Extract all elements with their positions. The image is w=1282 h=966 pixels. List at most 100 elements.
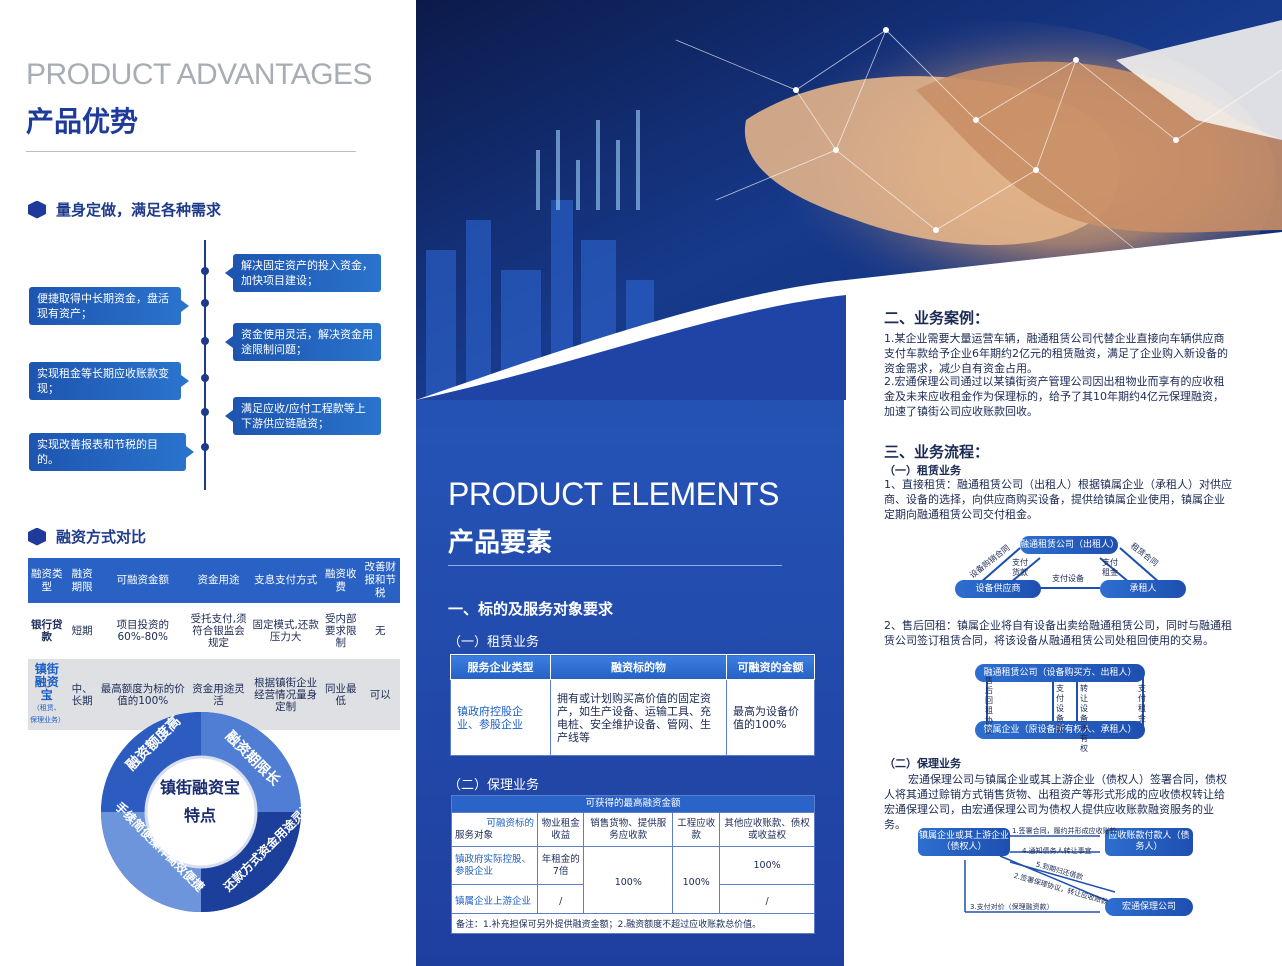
circle-center-line1: 镇街融资宝 (159, 778, 240, 797)
table-cell: 固定模式,还款压力大 (250, 603, 321, 659)
flow-label: 支付租金 (1102, 558, 1118, 577)
table-cell: 中、长期 (65, 659, 99, 730)
table-header: 销售货物、提供服务应收款 (583, 812, 674, 847)
flow-label: 支付设备款 (1056, 684, 1064, 733)
table-header: 其他应收账款、债权或收益权 (719, 812, 815, 847)
flow-label: 支付设备 (1052, 574, 1084, 583)
timeline-dot (201, 337, 209, 345)
advantage-callout: 实现租金等长期应收账款变现； (29, 362, 189, 400)
product-name: 镇街融资宝 (34, 662, 59, 702)
advantages-title-en: PRODUCT ADVANTAGES (26, 58, 373, 91)
circle-center-label: 镇街融资宝 特点 (150, 774, 250, 854)
process-lease-subheading: （一）租赁业务 (884, 464, 961, 477)
table-row: 镇政府实际控股、参股企业 年租金的7倍 100% 100% 100% (451, 846, 815, 919)
factoring-flow-arrows (964, 835, 1116, 913)
table-row: 银行贷款 短期 项目投资的60%-80% 受托支付,须符合银监会规定 固定模式,… (28, 603, 400, 659)
sale-leaseback-text: 2、售后回租：镇属企业将自有设备出卖给融通租赁公司，同时与融通租赁公司签订租赁合… (884, 619, 1232, 647)
cases-heading: 二、业务案例： (884, 309, 990, 327)
table-cell: 银行贷款 (28, 603, 66, 659)
table-row: 镇街融资宝（租赁、保理业务） 中、长期 最高额度为标的价值的100% 资金用途灵… (28, 659, 400, 730)
elements-divider (448, 565, 782, 566)
table-header: 可获得的最高融资金额 (451, 795, 815, 813)
table-cell: 短期 (65, 603, 99, 659)
corner-bottom: 服务对象 (455, 829, 494, 841)
table-cell: 拥有或计划购买高价值的固定资产，如生产设备、运输工具、充电桩、安全维护设备、管网… (550, 679, 727, 756)
table-header: 可融资的金额 (726, 654, 815, 680)
flow-node-factor: 宏通保理公司 (1105, 898, 1193, 916)
case-2-text: 2.宏通保理公司通过以某镇街资产管理公司因出租物业而享有的应收租金及未来应收租金… (884, 375, 1225, 418)
section-compare-heading: 融资方式对比 (28, 526, 146, 547)
section-compare-label: 融资方式对比 (56, 528, 147, 546)
table-header: 资金用途 (186, 558, 251, 603)
timeline-dot (201, 443, 209, 451)
process-factoring-subheading: （二）保理业务 (884, 757, 961, 770)
advantage-callout: 实现改善报表和节税的目的。 (29, 433, 194, 471)
flow-label: 3.支付对价（保理融资款） (970, 903, 1054, 911)
factoring-subheading: （二）保理业务 (448, 778, 540, 793)
timeline-dot (201, 267, 209, 275)
table-header: 服务企业类型 (450, 654, 551, 680)
handshake-hero-image (416, 0, 1282, 400)
corner-top: 可融资标的 (486, 817, 534, 829)
factoring-note: 备注：1.补充担保可另外提供融资金额；2.融资额度不超过应收账款总价值。 (451, 913, 815, 934)
table-cell: 受托支付,须符合银监会规定 (186, 603, 251, 659)
table-corner-cell: 可融资标的 服务对象 (451, 812, 538, 847)
table-row: 镇政府控股企业、参股企业 拥有或计划购买高价值的固定资产，如生产设备、运输工具、… (450, 679, 815, 756)
factoring-process-text: 宏通保理公司与镇属企业或其上游企业（债权人）签署合同，债权人将其通过赊销方式销售… (884, 773, 1227, 831)
table-cell: 100% (719, 846, 815, 885)
advantage-callout: 资金使用灵活，解决资金用途限制问题； (225, 323, 381, 361)
flow-node-lessor: 融通租赁公司（出租人） (1020, 536, 1119, 554)
table-header: 可融资金额 (98, 558, 187, 603)
factoring-requirements-table: 可获得的最高融资金额 可融资标的 服务对象 物业租金收益 销售货物、提供服务应收… (451, 795, 815, 919)
requirements-heading: 一、标的及服务对象要求 (448, 600, 614, 618)
table-cell: 最高额度为标的价值的100% (98, 659, 187, 730)
lease-subheading: （一）租赁业务 (448, 635, 540, 650)
flow-node-buyer-lessor: 融通租赁公司（设备购买方、出租人） (975, 664, 1145, 682)
advantage-callout: 解决固定资产的投入资金，加快项目建设； (225, 254, 381, 292)
hexagon-icon (28, 200, 46, 219)
direct-lease-text: 1、直接租赁：融通租赁公司（出租人）根据镇属企业（承租人）对供应商、设备的选择，… (884, 478, 1232, 521)
advantage-callout: 满足应收/应付工程款等上下游供应链融资； (225, 397, 381, 435)
advantages-title-cn: 产品优势 (26, 105, 139, 138)
case-1-text: 1.某企业需要大量运营车辆，融通租赁公司代替企业直接向车辆供应商支付车款给予企业… (884, 332, 1228, 375)
flow-node-creditor: 镇属企业或其上游企业（债权人） (918, 828, 1010, 856)
flow-label: 售后回租协议 (985, 676, 993, 735)
flow-node-seller-lessee: 镇属企业（原设备所有权人、承租人） (975, 721, 1145, 739)
hexagon-icon (28, 527, 46, 546)
financing-comparison-table: 融资类型 融资期限 可融资金额 资金用途 支息支付方式 融资收费 改善财报和节税… (28, 558, 400, 730)
leaseback-flow-arrows (986, 677, 1144, 727)
flow-node-lessee: 承租人 (1100, 580, 1186, 598)
features-circle-diagram (101, 712, 301, 912)
table-header: 改善财报和节税 (360, 558, 400, 603)
table-header: 融资类型 (28, 558, 66, 603)
flow-label: 4.通知债务人转让事宜 (1022, 847, 1092, 855)
table-header: 融资收费 (321, 558, 361, 603)
table-cell: 可以 (360, 659, 400, 730)
table-header: 融资标的物 (550, 654, 727, 680)
direct-lease-flow-arrows (979, 547, 1161, 589)
flow-label: 1.签署合同，履约并形成应收账款 (1012, 827, 1117, 835)
elements-title-en: PRODUCT ELEMENTS (448, 476, 780, 512)
table-cell: 镇政府实际控股、参股企业 (451, 846, 538, 885)
flow-label: 支付租金 (1138, 684, 1146, 723)
table-header: 支息支付方式 (250, 558, 321, 603)
product-note: （租赁、保理业务） (30, 704, 65, 724)
timeline-dot (201, 408, 209, 416)
elements-title-cn: 产品要素 (448, 528, 553, 558)
table-cell: 根据镇街企业经营情况量身定制 (250, 659, 321, 730)
section-custom-heading: 量身定做，满足各种需求 (28, 199, 221, 220)
table-cell: 镇政府控股企业、参股企业 (450, 679, 551, 756)
table-cell: 无 (360, 603, 400, 659)
table-header: 物业租金收益 (536, 812, 585, 847)
lease-requirements-table: 服务企业类型 融资标的物 可融资的金额 镇政府控股企业、参股企业 拥有或计划购买… (450, 654, 815, 756)
flow-label: 转让设备所有权 (1080, 684, 1088, 753)
section-custom-label: 量身定做，满足各种需求 (56, 201, 222, 219)
circle-center-line2: 特点 (183, 806, 216, 825)
table-cell: 受内部要求限制 (321, 603, 361, 659)
title-divider (26, 151, 356, 152)
flow-node-debtor: 应收账款付款人（债务人） (1105, 828, 1193, 856)
table-cell: 100% (672, 846, 721, 919)
table-cell: 项目投资的60%-80% (98, 603, 187, 659)
table-header: 融资期限 (65, 558, 99, 603)
